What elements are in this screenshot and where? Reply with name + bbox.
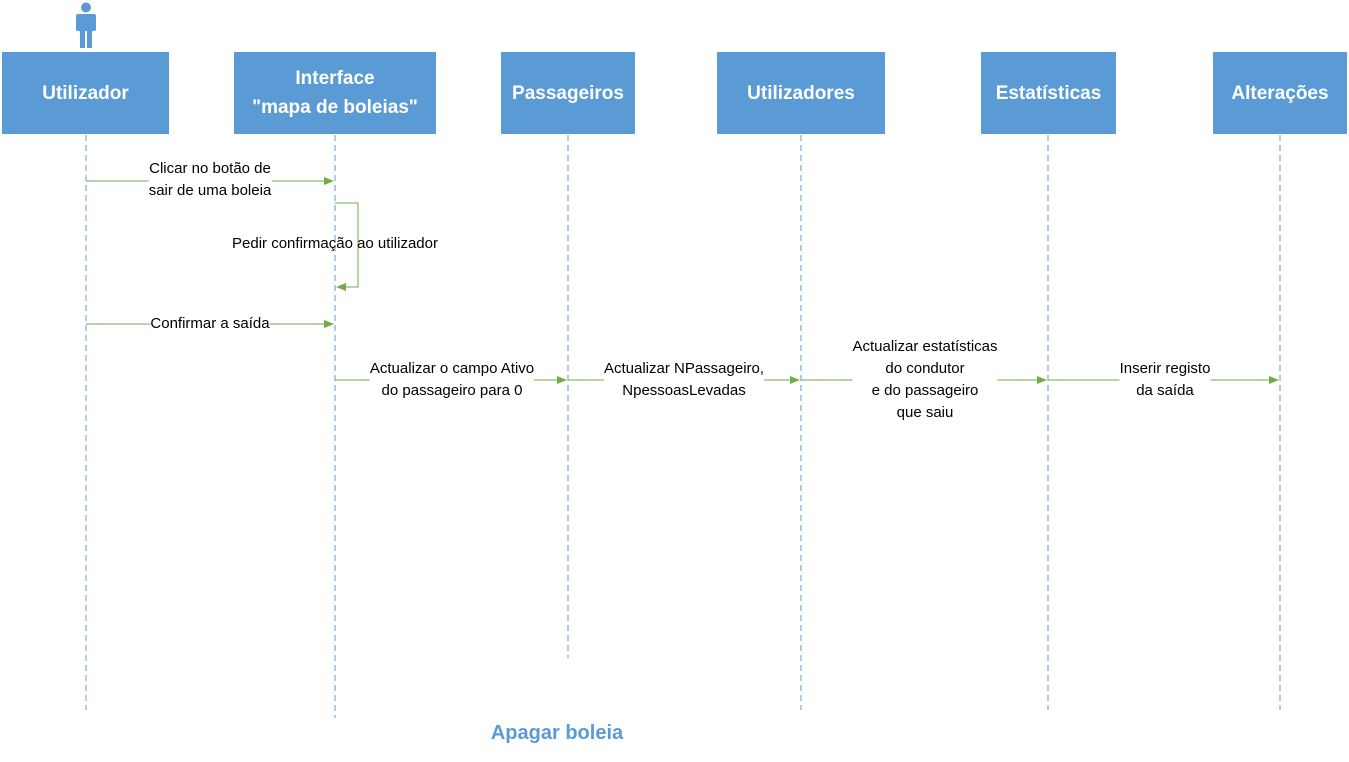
message-label-4: Actualizar o campo Ativo do passageiro p… [369, 358, 535, 402]
participant-utilizadores: Utilizadores [717, 52, 885, 134]
message-label-6: Actualizar estatísticas do condutor e do… [852, 336, 998, 424]
message-label-5: Actualizar NPassageiro, NpessoasLevadas [603, 358, 765, 402]
person-icon [76, 2, 96, 48]
message-label-3: Confirmar a saída [150, 313, 270, 335]
participant-interface: Interface "mapa de boleias" [234, 52, 436, 134]
message-label-1: Clicar no botão de sair de uma boleia [148, 158, 272, 202]
participant-estatisticas: Estatísticas [981, 52, 1116, 134]
participant-utilizador: Utilizador [2, 52, 169, 134]
message-label-2: Pedir confirmação ao utilizador [232, 235, 438, 252]
participant-alteracoes: Alterações [1213, 52, 1347, 134]
message-label-7: Inserir registo da saída [1119, 358, 1211, 402]
participant-passageiros: Passageiros [501, 52, 635, 134]
message-arrow-2 [335, 202, 359, 291]
diagram-title: Apagar boleia [490, 722, 624, 744]
